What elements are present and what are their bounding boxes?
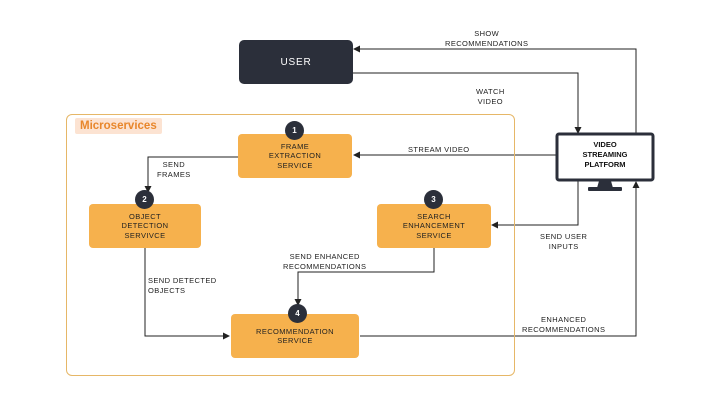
edge-label-enhanced-recommendations: ENHANCED RECOMMENDATIONS bbox=[522, 315, 606, 334]
edge-send-frames bbox=[144, 156, 238, 193]
step-badge-4: 4 bbox=[288, 304, 307, 323]
edge-watch-video bbox=[353, 72, 582, 134]
microservices-frame bbox=[66, 114, 515, 376]
search-enhancement-service: SEARCH ENHANCEMENT SERVICE bbox=[377, 204, 491, 248]
edge-send-user-inputs bbox=[491, 181, 579, 229]
edge-label-send-detected-objects: SEND DETECTED OBJECTS bbox=[148, 276, 217, 295]
edge-label-show-recommendations: SHOW RECOMMENDATIONS bbox=[445, 29, 529, 48]
microservices-title: Microservices bbox=[75, 118, 162, 134]
edge-label-send-user-inputs: SEND USER INPUTS bbox=[540, 232, 588, 251]
edge-send-enhanced-recommendations bbox=[294, 248, 435, 306]
step-badge-1: 1 bbox=[285, 121, 304, 140]
object-detection-service: OBJECT DETECTION SERVIVCE bbox=[89, 204, 201, 248]
user-label: USER bbox=[280, 56, 312, 68]
platform-label: VIDEO STREAMING PLATFORM bbox=[582, 140, 628, 169]
recommendation-label: RECOMMENDATION SERVICE bbox=[256, 326, 334, 346]
frame-extraction-service: FRAME EXTRACTION SERVICE bbox=[238, 134, 352, 178]
step-badge-3: 3 bbox=[424, 190, 443, 209]
edge-label-send-frames: SEND FRAMES bbox=[157, 160, 191, 179]
step-badge-2: 2 bbox=[135, 190, 154, 209]
search-enhancement-label: SEARCH ENHANCEMENT SERVICE bbox=[402, 211, 466, 240]
user-node: USER bbox=[239, 40, 353, 84]
frame-extraction-label: FRAME EXTRACTION SERVICE bbox=[268, 141, 322, 170]
edge-show-recommendations bbox=[353, 45, 637, 135]
edge-send-detected-objects bbox=[144, 248, 230, 340]
edge-label-watch-video: WATCH VIDEO bbox=[476, 87, 505, 106]
edge-label-stream-video: STREAM VIDEO bbox=[408, 145, 470, 154]
object-detection-label: OBJECT DETECTION SERVIVCE bbox=[121, 211, 169, 240]
edge-label-send-enhanced-recommendations: SEND ENHANCED RECOMMENDATIONS bbox=[283, 252, 367, 271]
edge-enhanced-recommendations bbox=[360, 181, 640, 337]
